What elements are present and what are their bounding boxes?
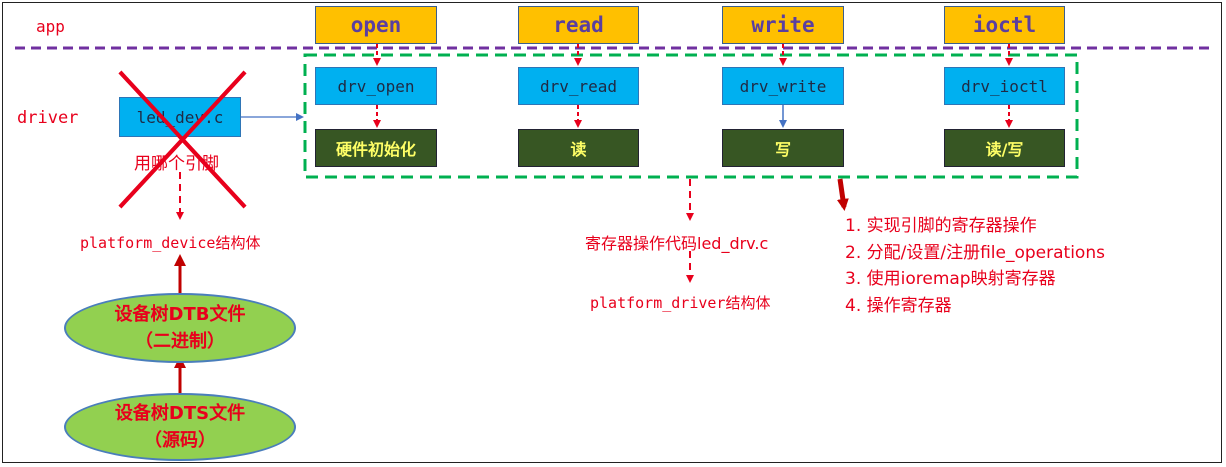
dtb-ellipse: 设备树DTB文件 （二进制） <box>64 293 296 363</box>
hw-box-readwrite: 读/写 <box>944 129 1065 167</box>
step-item: 3. 使用ioremap映射寄存器 <box>845 269 1056 289</box>
dtb-line1: 设备树DTB文件 <box>114 304 246 325</box>
reg-code-label: 寄存器操作代码led_drv.c <box>585 234 769 253</box>
led-dev-box: led_dev.c <box>119 97 241 137</box>
platform-device-label: platform_device结构体 <box>80 234 261 252</box>
driver-group-outline <box>303 53 1079 179</box>
app-layer-label: app <box>36 17 65 36</box>
hw-box-write: 写 <box>722 129 844 167</box>
arrow-group-steps <box>836 178 849 211</box>
app-box-open: open <box>315 6 437 44</box>
drv-box-read: drv_read <box>518 67 639 105</box>
dtb-line2: （二进制） <box>135 331 225 352</box>
app-box-write: write <box>722 6 844 44</box>
dts-line2: （源码） <box>144 430 216 451</box>
hw-box-read: 读 <box>518 129 639 167</box>
steps-list: 1. 实现引脚的寄存器操作 2. 分配/设置/注册file_operations… <box>845 213 1105 319</box>
app-box-ioctl: ioctl <box>944 6 1065 44</box>
hw-box-init: 硬件初始化 <box>315 129 437 167</box>
drv-box-open: drv_open <box>315 67 437 105</box>
drv-box-write: drv_write <box>722 67 844 105</box>
driver-layer-label: driver <box>17 108 79 128</box>
dts-line1: 设备树DTS文件 <box>114 403 246 424</box>
dts-ellipse: 设备树DTS文件 （源码） <box>64 393 296 461</box>
step-item: 2. 分配/设置/注册file_operations <box>845 242 1105 263</box>
pin-question-label: 用哪个引脚 <box>134 154 219 174</box>
step-item: 4. 操作寄存器 <box>845 295 952 316</box>
step-item: 1. 实现引脚的寄存器操作 <box>845 216 1037 236</box>
drv-box-ioctl: drv_ioctl <box>944 67 1065 105</box>
platform-driver-label: platform_driver结构体 <box>590 294 771 312</box>
app-box-read: read <box>518 6 639 44</box>
